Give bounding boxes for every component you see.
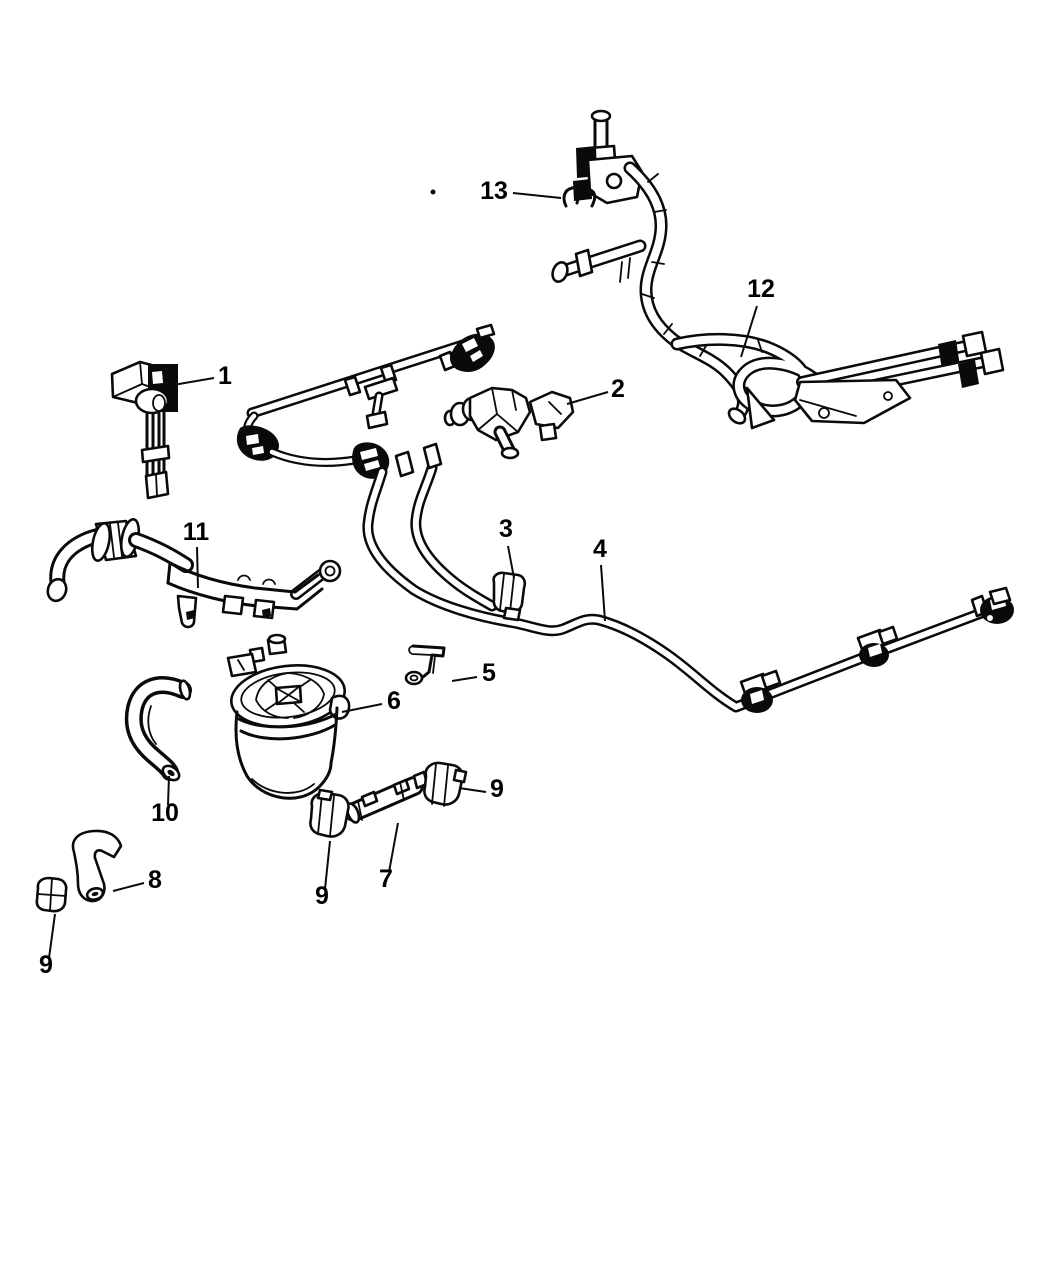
left-fuel-rail	[236, 323, 496, 461]
part-5-bracket	[404, 644, 446, 686]
leader-line-2-1	[566, 391, 609, 405]
callout-label-8-7[interactable]: 8	[148, 866, 162, 894]
callout-label-6-5[interactable]: 6	[387, 687, 401, 715]
part-6-filter-canister	[226, 633, 351, 800]
part-11-hose-assembly	[46, 518, 342, 629]
leader-line-12-13	[740, 305, 758, 358]
part-3-clamp	[492, 571, 527, 622]
fuel-line-4	[267, 442, 1014, 713]
callout-label-5-4[interactable]: 5	[482, 659, 496, 687]
part-8-hose	[71, 829, 123, 903]
leader-line-3-2	[507, 545, 515, 579]
part-1-sensor	[110, 360, 178, 500]
callout-label-12-13[interactable]: 12	[747, 275, 775, 303]
leader-line-7-6	[388, 822, 399, 873]
callout-label-11-12[interactable]: 11	[183, 518, 210, 546]
callout-label-9-9[interactable]: 9	[315, 882, 329, 910]
leader-line-9-8	[48, 913, 56, 959]
callout-label-10-11[interactable]: 10	[151, 799, 179, 827]
leader-line-10-11	[167, 775, 170, 806]
leader-line-8-7	[112, 882, 145, 892]
callout-label-13-14[interactable]: 13	[480, 177, 508, 205]
part-13-clip	[430, 186, 597, 208]
leader-line-11-12	[196, 546, 199, 589]
leader-line-6-5	[341, 703, 383, 713]
leader-line-1-0	[172, 377, 215, 386]
clamp-9-bottom-left	[35, 876, 68, 913]
leader-line-13-14	[512, 192, 562, 199]
part-7-tube	[344, 770, 429, 824]
leader-line-4-3	[600, 564, 606, 622]
callout-label-2-1[interactable]: 2	[611, 375, 625, 403]
leader-line-9-10	[458, 787, 487, 793]
callout-label-7-6[interactable]: 7	[379, 865, 393, 893]
clamp-9-left-of-tube	[309, 788, 350, 838]
callout-label-9-10[interactable]: 9	[490, 775, 504, 803]
callout-label-1-0[interactable]: 1	[218, 362, 232, 390]
part-9-clamps	[35, 761, 468, 913]
part-12-tube-bundle	[551, 109, 1005, 430]
leader-line-5-4	[451, 676, 478, 682]
part-2-valve-assembly	[443, 386, 575, 460]
stray-dot	[430, 189, 436, 195]
leader-line-9-9	[324, 840, 331, 890]
callout-label-9-8[interactable]: 9	[39, 951, 53, 979]
clamp-9-right-of-tube	[423, 761, 468, 807]
callout-label-4-3[interactable]: 4	[593, 535, 607, 563]
callout-label-3-2[interactable]: 3	[499, 515, 513, 543]
part-10-hose	[124, 676, 192, 782]
